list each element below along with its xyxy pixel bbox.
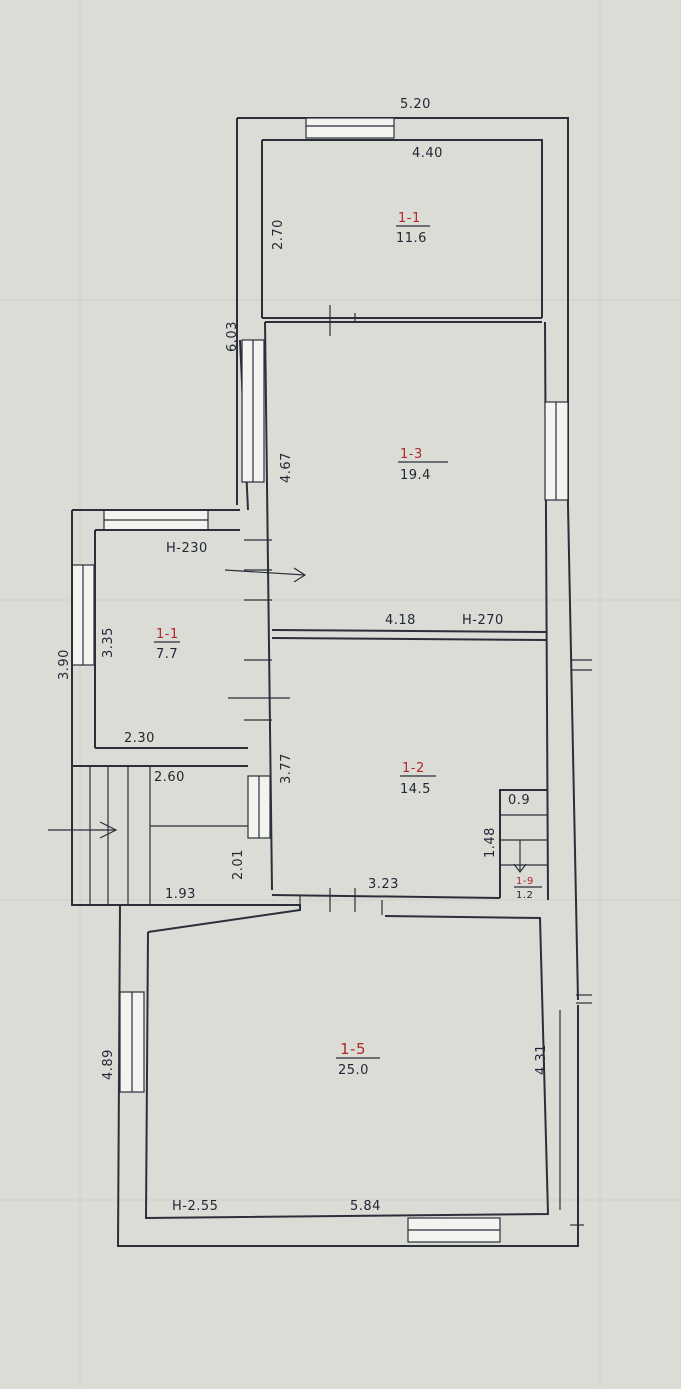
dim-porch-width: 1.93 [165,887,196,902]
dim-room-1-1-height: 2.70 [271,219,286,250]
dim-small-height: 2.01 [231,849,246,880]
room-id-1-5: 1-5 [340,1040,366,1058]
dim-wing-height-outer: 3.90 [57,649,72,680]
dim-stair-width: 2.60 [154,770,185,785]
windows [71,117,569,1243]
dimension-labels: 5.20 4.40 2.70 6.03 4.67 Н-230 3.90 3.35… [57,97,549,1214]
room-area-1-1-wing: 7.7 [156,647,178,662]
dim-wing-ceiling: Н-230 [166,541,208,556]
room-area-1-5: 25.0 [338,1063,369,1078]
dim-tiny-width: 0.9 [508,793,530,808]
room-id-1-9: 1-9 [516,876,534,887]
wing-walls [48,509,307,906]
dim-room-1-2-height: 3.77 [279,753,294,784]
dim-top-outer: 5.20 [400,97,431,112]
dim-lower-right: 4.31 [534,1044,549,1075]
room-id-1-1-upper: 1-1 [398,211,421,226]
dim-room-1-3-height: 4.67 [279,452,294,483]
room-id-1-2: 1-2 [402,761,425,776]
dim-wing-width: 2.30 [124,731,155,746]
room-id-1-1-wing: 1-1 [156,627,179,642]
dim-left-wall-upper: 6.03 [225,321,240,352]
dim-top-inner: 4.40 [412,146,443,161]
dim-bottom-partition: 3.23 [368,877,399,892]
dim-tiny-height: 1.48 [483,827,498,858]
window-top [305,117,395,139]
dim-lower-width: 5.84 [350,1199,381,1214]
room-area-1-2: 14.5 [400,782,431,797]
room-area-1-3: 19.4 [400,468,431,483]
room-area-1-1-upper: 11.6 [396,231,427,246]
room-id-1-3: 1-3 [400,447,423,462]
dim-wing-height-inner: 3.35 [101,627,116,658]
lower-block-walls [116,659,592,1247]
dim-partition-width: 4.18 [385,613,416,628]
dim-main-ceiling: Н-270 [462,613,504,628]
room-labels: 1-1 11.6 1-3 19.4 1-1 7.7 1-2 14.5 1-9 1… [154,211,542,1078]
dim-lower-ceiling: Н-2.55 [172,1199,218,1214]
upper-block-walls [236,117,579,1001]
dim-lower-left: 4.89 [101,1049,116,1080]
room-area-1-9: 1.2 [516,890,533,901]
